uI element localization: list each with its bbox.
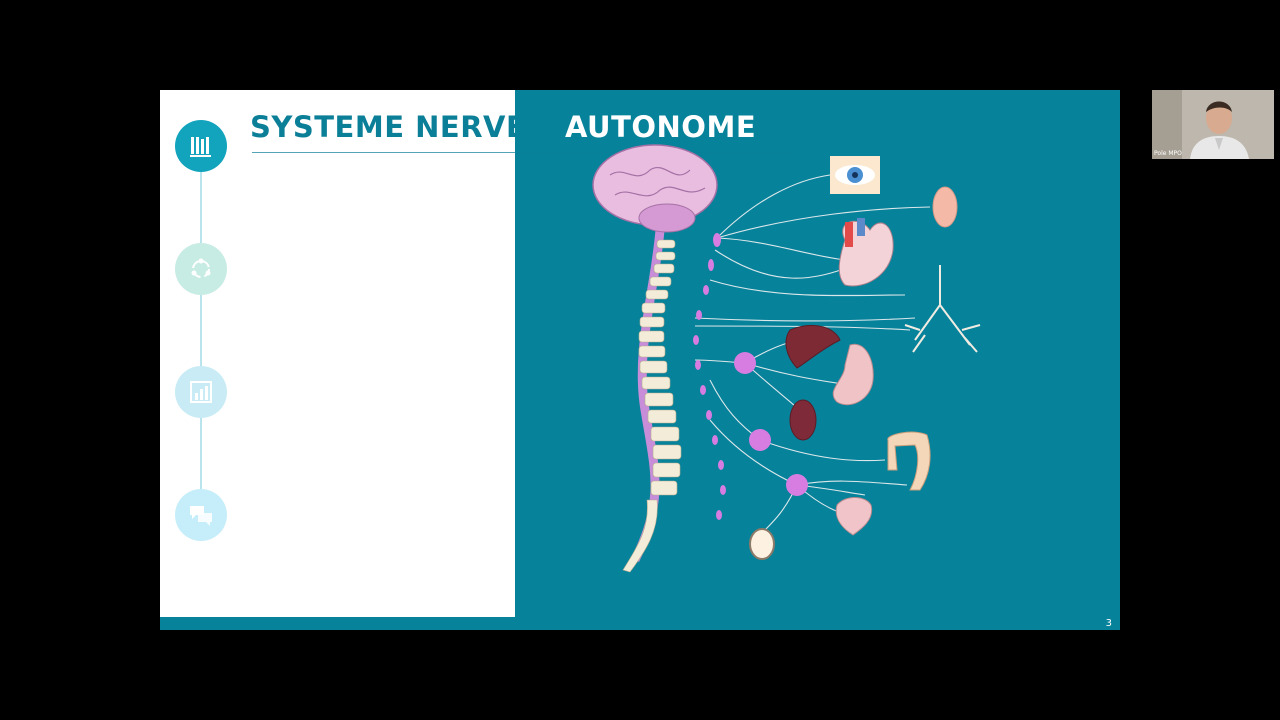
presentation-slide: SYSTEME NERVEUX AUTONOME	[160, 90, 1120, 630]
cycle-icon	[191, 258, 211, 278]
chat-bubbles-icon	[190, 506, 212, 526]
timeline-step-chart[interactable]	[175, 366, 227, 418]
liver-organ	[785, 325, 841, 369]
sympathetic-chain	[693, 233, 808, 520]
stomach-organ	[832, 343, 874, 406]
webcam-thumbnail[interactable]: Pole MPO	[1152, 90, 1274, 159]
testis-organ	[749, 528, 775, 560]
timeline-connector	[200, 150, 202, 530]
bottom-accent-bar	[160, 617, 1120, 630]
bar-chart-icon	[190, 381, 212, 403]
lungs-organ	[904, 265, 981, 353]
timeline-step-books[interactable]	[175, 120, 227, 172]
salivary-gland-organ	[932, 186, 958, 228]
timeline-step-cycle[interactable]	[175, 243, 227, 295]
heart-organ	[838, 218, 894, 287]
colon-organ	[887, 431, 931, 491]
slide-title-part2: AUTONOME	[565, 110, 757, 144]
brain	[592, 144, 718, 233]
slide-number: 3	[1105, 618, 1112, 629]
slide-title-part1: SYSTEME NERVEUX	[250, 110, 515, 144]
title-underline	[252, 152, 792, 153]
vertebrae	[622, 239, 682, 573]
participant-avatar	[1152, 90, 1274, 159]
autonomic-nervous-system-illustration	[592, 144, 981, 573]
timeline-step-chat[interactable]	[175, 489, 227, 541]
eye-organ	[830, 156, 880, 194]
bladder-organ	[835, 497, 873, 536]
participant-name: Pole MPO	[1154, 150, 1182, 157]
kidney-organ	[789, 399, 817, 441]
books-icon	[190, 137, 211, 157]
